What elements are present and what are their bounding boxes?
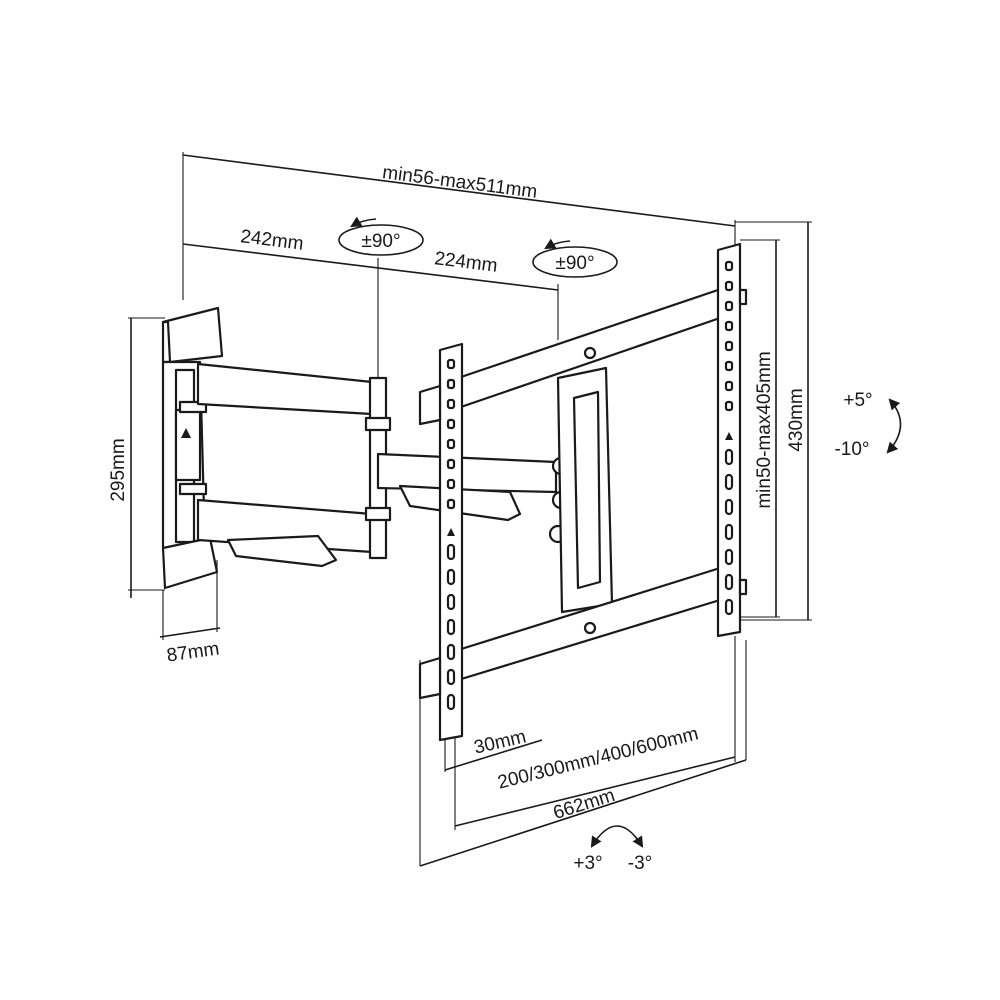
label-rail-offset: 30mm	[472, 726, 528, 758]
label-tilt-down: -10°	[834, 439, 869, 460]
tilt-block-slot	[572, 390, 602, 590]
second-arm	[376, 452, 571, 544]
label-level-minus: -3°	[628, 853, 653, 874]
first-arm	[196, 362, 392, 568]
swivel-2-arrowhead-icon	[544, 238, 571, 250]
first-arm-cable-cover	[226, 534, 338, 568]
arm-joint-clip-top	[364, 416, 392, 432]
dim-width-line	[419, 759, 747, 867]
wall-plate	[161, 306, 224, 590]
label-vesa-horizontal: 200/300mm/400/600mm	[496, 723, 701, 793]
first-arm-upper	[196, 362, 374, 416]
left-strap-hook-top	[418, 384, 442, 426]
wall-plate-clip-bottom	[178, 482, 208, 496]
wall-plate-top-cap-side	[161, 320, 172, 364]
label-bracket-width: 662mm	[551, 785, 618, 824]
dim-arm-line	[182, 243, 559, 291]
wall-plate-top-cap	[161, 306, 224, 364]
center-tilt-block	[556, 366, 614, 614]
second-arm-bar	[376, 452, 558, 494]
upper-rail-screw	[583, 346, 597, 360]
right-strap-holes	[724, 260, 734, 616]
label-level-plus: +3°	[573, 853, 602, 874]
tilt-arrow-icon	[886, 398, 902, 454]
left-strap-body	[438, 342, 464, 742]
dimension-lines	[128, 152, 812, 867]
left-strap-holes	[446, 358, 456, 711]
right-vesa-strap	[716, 242, 748, 638]
left-strap-hook-bottom	[418, 656, 442, 700]
label-swivel-2: ±90°	[555, 253, 594, 274]
swivel-2-arrow-icon	[532, 246, 618, 278]
swivel-1-arrowhead-icon	[350, 216, 377, 228]
dim-total-extension-line	[182, 154, 736, 227]
rotation-arrows	[338, 216, 902, 848]
label-swivel-1: ±90°	[361, 231, 400, 252]
wall-plate-lock	[174, 408, 202, 482]
left-vesa-strap	[418, 342, 464, 742]
label-tilt-up: +5°	[843, 390, 872, 411]
dim-vesa-horizontal-line	[454, 756, 736, 827]
lower-rail-screw	[583, 621, 597, 635]
right-strap-tab-top	[738, 288, 748, 306]
dim-depth-line	[159, 627, 221, 638]
arm-joint-clip-bottom	[364, 506, 392, 522]
swivel-1-arrow-icon	[338, 224, 424, 256]
label-vesa-vertical: min50-max405mm	[754, 351, 775, 508]
label-total-extension: min56-max511mm	[381, 162, 538, 203]
label-bracket-height: 430mm	[786, 388, 807, 451]
dim-offset-line	[444, 739, 543, 771]
right-strap-tab-bottom	[738, 578, 748, 596]
label-arm-first: 242mm	[239, 226, 304, 255]
wall-plate-bottom-cap	[161, 536, 219, 590]
label-plate-height: 295mm	[108, 438, 129, 501]
level-arrow-icon	[590, 825, 644, 848]
left-strap-arrow-mark	[447, 528, 455, 536]
wall-plate-clip-top	[178, 400, 208, 414]
right-strap-arrow-mark	[725, 432, 733, 440]
label-plate-depth: 87mm	[165, 638, 220, 666]
wall-plate-arrow-mark	[181, 428, 191, 438]
label-arm-second: 224mm	[433, 248, 498, 277]
